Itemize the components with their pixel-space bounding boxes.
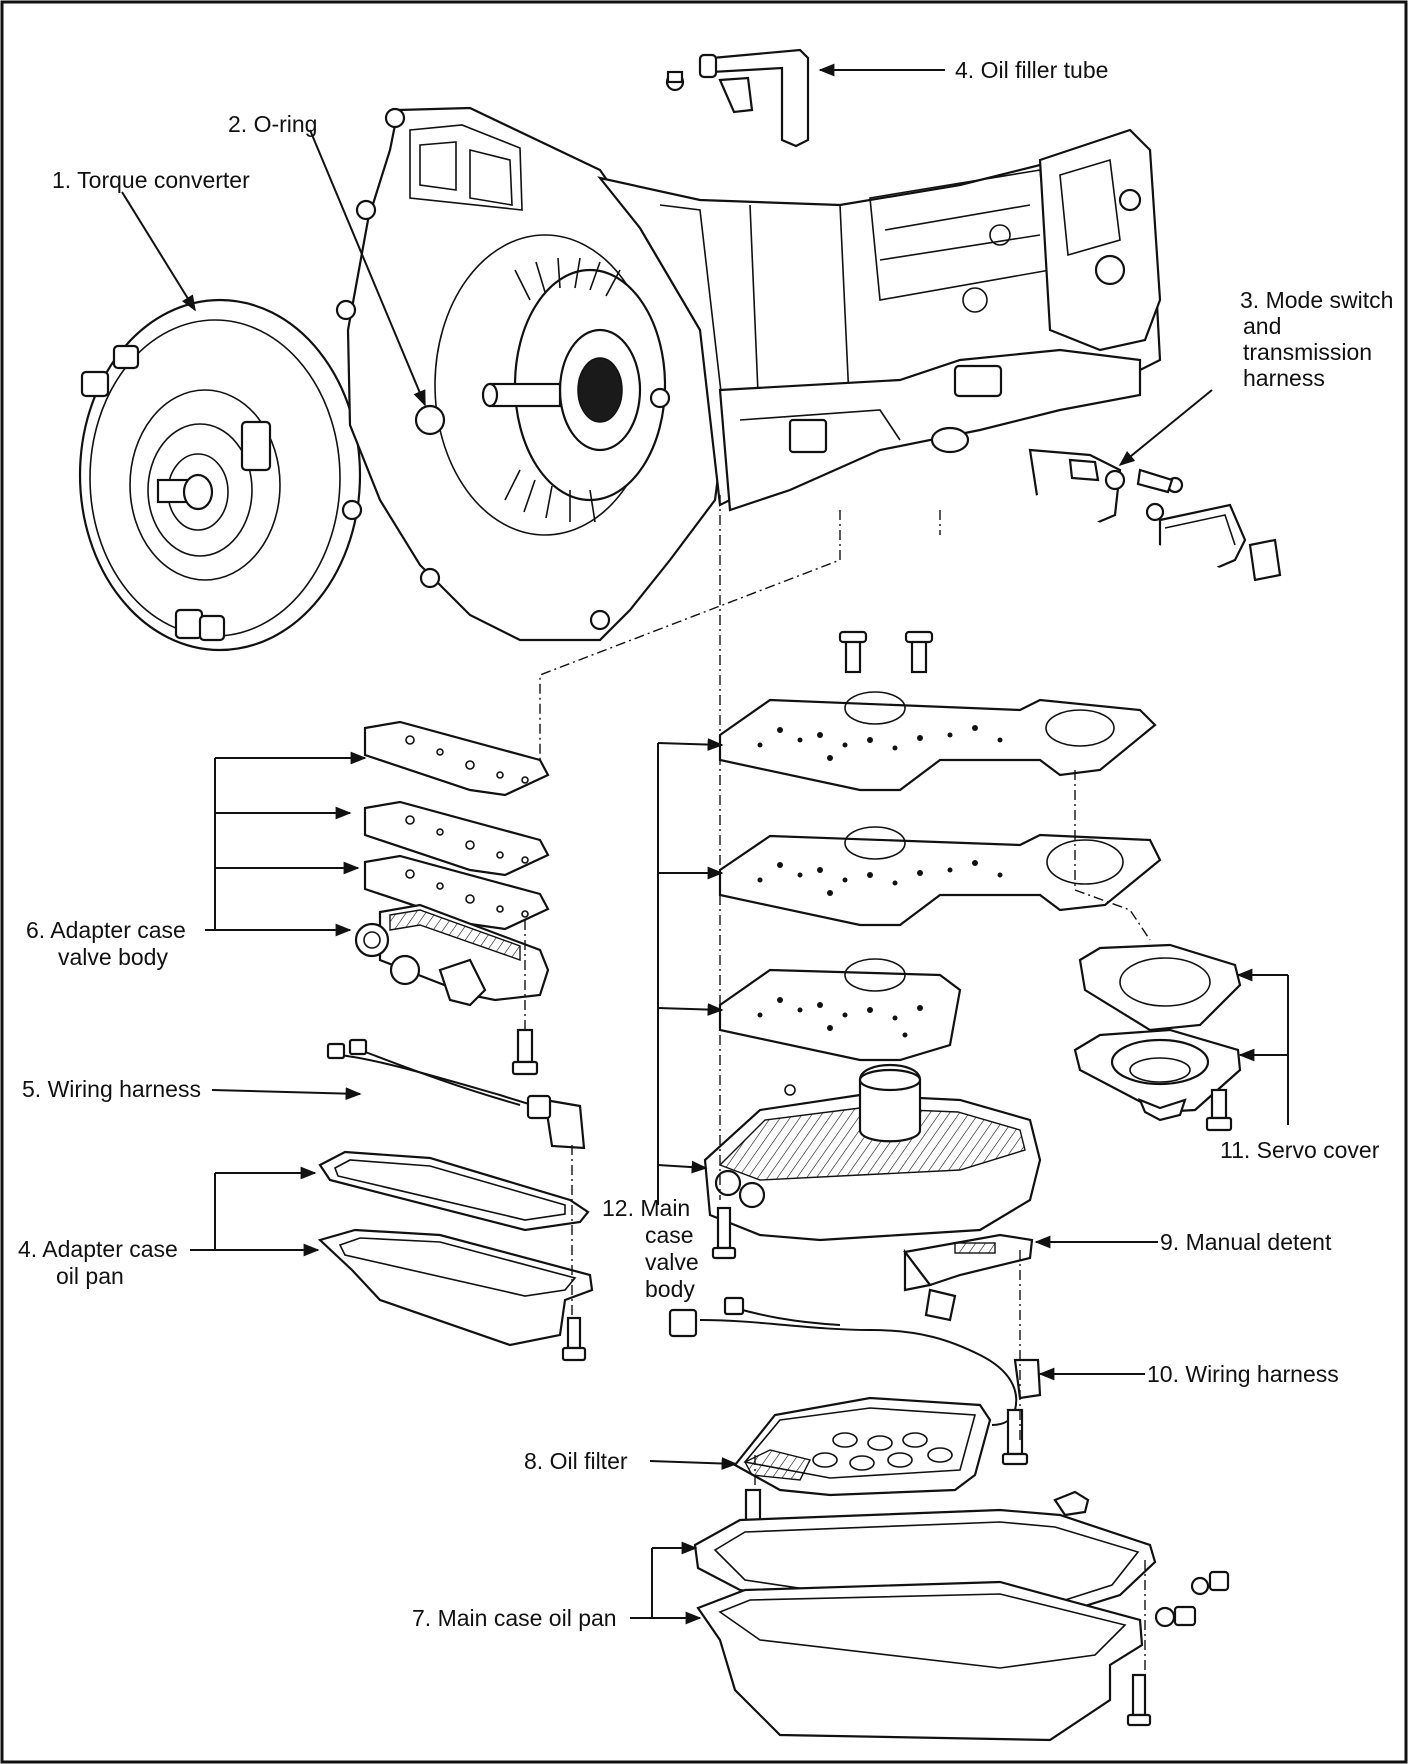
wiring-harness-center [668, 1288, 1042, 1466]
label-mode-switch-3: transmission [1243, 339, 1372, 365]
label-torque-converter: 1. Torque converter [52, 167, 250, 193]
label-oil-filter: 8. Oil filter [524, 1448, 628, 1474]
label-adapter-valve-body-2: valve body [58, 944, 168, 970]
label-o-ring: 2. O-ring [228, 111, 317, 137]
alignment-lines [524, 495, 1151, 1680]
adapter-case-oil-pan [317, 1150, 594, 1362]
mode-switch-harness [984, 448, 1282, 692]
o-ring-part [414, 404, 446, 436]
adapter-valve-body-stack [354, 720, 550, 1076]
label-main-valve-body-4: body [645, 1276, 695, 1302]
label-mode-switch-4: harness [1243, 365, 1325, 391]
label-wiring-harness-5: 5. Wiring harness [22, 1076, 201, 1102]
label-oil-filler-tube: 4. Oil filler tube [955, 57, 1108, 83]
label-servo-cover: 11. Servo cover [1220, 1137, 1380, 1163]
transmission-case [335, 106, 1162, 642]
label-wiring-harness-10: 10. Wiring harness [1147, 1361, 1339, 1387]
oil-filler-tube [665, 48, 810, 148]
main-case-oil-pan [693, 1490, 1230, 1742]
manual-detent [903, 1233, 1034, 1292]
label-adapter-oil-pan-2: oil pan [56, 1263, 124, 1289]
torque-converter [78, 298, 362, 652]
label-mode-switch-2: and [1243, 313, 1281, 339]
label-adapter-valve-body-1: 6. Adapter case [26, 917, 186, 943]
labels: 1. Torque converter 2. O-ring 4. Oil fil… [18, 57, 1393, 1631]
label-main-case-oil-pan: 7. Main case oil pan [412, 1605, 617, 1631]
label-manual-detent: 9. Manual detent [1160, 1229, 1332, 1255]
main-valve-body-stack [703, 630, 1162, 1260]
label-mode-switch-1: 3. Mode switch [1240, 287, 1393, 313]
oil-filter [733, 1396, 992, 1538]
label-main-valve-body-1: 12. Main [602, 1195, 690, 1221]
label-adapter-oil-pan-1: 4. Adapter case [18, 1236, 178, 1262]
label-main-valve-body-2: case [645, 1222, 694, 1248]
servo-cover [1073, 943, 1242, 1132]
label-main-valve-body-3: valve [645, 1249, 699, 1275]
leader-lines [121, 63, 1289, 1625]
wiring-harness-left [326, 1038, 586, 1150]
